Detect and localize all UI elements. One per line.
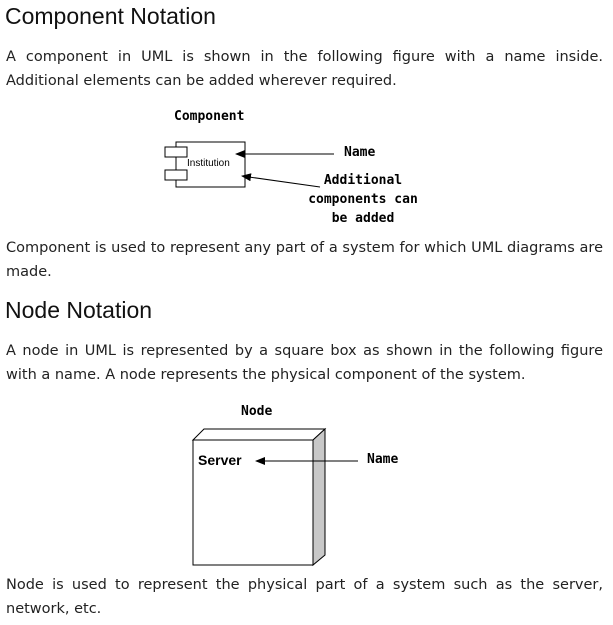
- node-box-label: Server: [198, 452, 242, 468]
- additional-arrow: [241, 173, 321, 188]
- component-intro-paragraph: A component in UML is shown in the follo…: [6, 49, 603, 89]
- component-figure-title: Component: [174, 109, 244, 124]
- node-name-label: Name: [367, 452, 398, 467]
- additional-label-line3: be added: [332, 211, 395, 226]
- node-figure-title: Node: [241, 404, 272, 419]
- component-name-label: Name: [344, 145, 375, 160]
- component-box-label: Institution: [187, 158, 230, 169]
- additional-label-line1: Additional: [324, 173, 402, 188]
- additional-label-line2: components can: [308, 192, 418, 207]
- node-box: [191, 427, 327, 567]
- component-outro-paragraph: Component is used to represent any part …: [6, 240, 603, 280]
- node-notation-heading: Node Notation: [5, 297, 153, 323]
- node-diagram: Node Server Name: [191, 404, 398, 567]
- component-icon: [164, 141, 246, 188]
- component-notation-heading: Component Notation: [5, 3, 216, 29]
- component-diagram: Component Institution Name Additional co…: [164, 109, 418, 226]
- node-outro-paragraph: Node is used to represent the physical p…: [6, 577, 603, 617]
- node-intro-paragraph: A node in UML is represented by a square…: [6, 343, 603, 383]
